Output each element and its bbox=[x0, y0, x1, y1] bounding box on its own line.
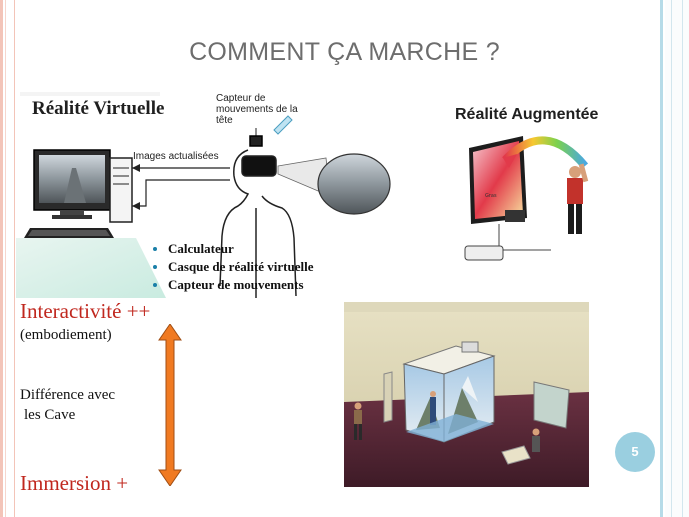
immersion-label: Immersion + bbox=[20, 471, 129, 495]
computer-tower bbox=[109, 157, 133, 223]
ar-diagram: Gras bbox=[464, 136, 589, 261]
cave-cube bbox=[402, 345, 496, 443]
bystander-figure bbox=[354, 402, 362, 440]
computer-monitor bbox=[33, 149, 111, 219]
right-border-stripe bbox=[660, 0, 663, 517]
list-item: Calculateur bbox=[168, 240, 314, 258]
double-arrow-icon bbox=[158, 324, 182, 486]
virtual-view-bubble bbox=[317, 153, 391, 215]
left-border-line bbox=[14, 0, 15, 517]
ar-title: Réalité Augmentée bbox=[455, 106, 599, 123]
vr-user-figure bbox=[219, 135, 297, 298]
vr-diagram bbox=[16, 88, 416, 298]
head-sensor-label: Capteur de mouvements de la tête bbox=[216, 93, 298, 126]
left-border-stripe bbox=[0, 0, 3, 517]
embodiment-label: (embodiement) bbox=[20, 327, 112, 343]
keyboard bbox=[24, 228, 114, 238]
right-border-line bbox=[671, 0, 672, 517]
vr-title: Réalité Virtuelle bbox=[32, 98, 165, 119]
list-item: Casque de réalité virtuelle bbox=[168, 258, 314, 276]
ar-user-figure bbox=[567, 163, 589, 234]
right-border-band bbox=[665, 0, 689, 517]
pc-box bbox=[464, 245, 504, 261]
updated-images-label: Images actualisées bbox=[133, 151, 219, 162]
right-border-line bbox=[682, 0, 683, 517]
difference-label-line2: les Cave bbox=[24, 407, 76, 423]
feature-list: Calculateur Casque de réalité virtuelle … bbox=[150, 240, 314, 294]
left-border-line bbox=[5, 0, 6, 517]
projector-icon bbox=[461, 341, 479, 353]
interactivity-label: Interactivité ++ bbox=[20, 299, 151, 323]
webcam-icon bbox=[505, 210, 525, 222]
difference-label-line1: Différence avec bbox=[20, 387, 116, 403]
page-number-badge: 5 bbox=[615, 432, 655, 472]
cushion bbox=[501, 445, 531, 465]
cave-image bbox=[344, 302, 589, 487]
interaction-arc bbox=[502, 136, 589, 169]
slide-title: COMMENT ÇA MARCHE ? bbox=[189, 38, 500, 66]
bystander-figure bbox=[532, 428, 540, 452]
list-item: Capteur de mouvements bbox=[168, 276, 314, 294]
svg-text:Gras: Gras bbox=[485, 193, 497, 199]
